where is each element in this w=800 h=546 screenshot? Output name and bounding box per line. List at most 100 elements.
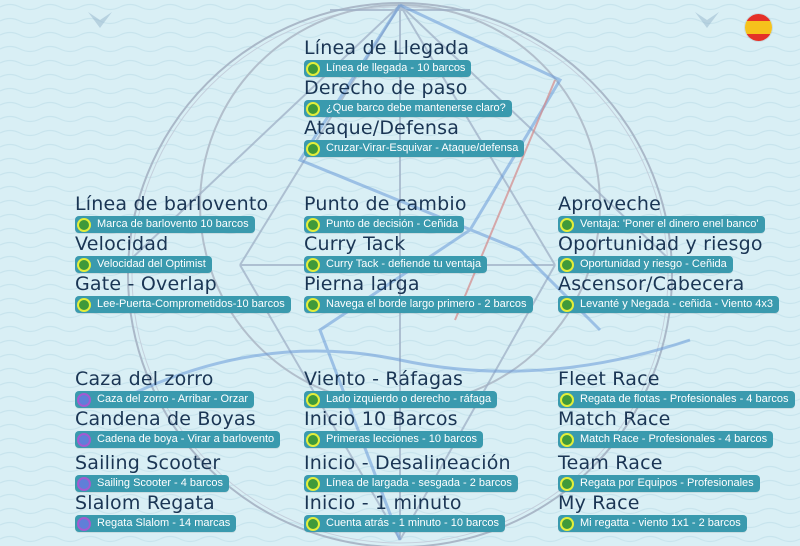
status-dot-icon	[306, 516, 320, 531]
lesson-item[interactable]: Team Race Regata por Equipos - Profesion…	[558, 452, 760, 495]
lesson-item[interactable]: Línea de barlovento Marca de barlovento …	[75, 193, 268, 236]
status-dot-icon	[560, 217, 574, 232]
lesson-title: Team Race	[558, 452, 663, 474]
lesson-item[interactable]: Línea de Llegada Línea de llegada - 10 b…	[304, 37, 472, 80]
lesson-title: Gate - Overlap	[75, 273, 217, 295]
status-dot-icon	[560, 297, 574, 312]
lesson-subtitle: Cruzar-Virar-Esquivar - Ataque/defensa	[326, 142, 519, 154]
lesson-subtitle: Curry Tack - defiende tu ventaja	[326, 258, 482, 270]
status-dot-icon	[77, 432, 91, 447]
lesson-item[interactable]: Inicio 10 Barcos Primeras lecciones - 10…	[304, 408, 484, 451]
forward-arrow-icon[interactable]	[694, 10, 720, 40]
lesson-title: My Race	[558, 492, 640, 514]
status-dot-icon	[306, 217, 320, 232]
lesson-subtitle: Mi regatta - viento 1x1 - 2 barcos	[580, 517, 741, 529]
lesson-title: Match Race	[558, 408, 671, 430]
lesson-title: Aproveche	[558, 193, 661, 215]
back-arrow-icon[interactable]	[87, 10, 113, 40]
lesson-subtitle: Navega el borde largo primero - 2 barcos	[326, 298, 527, 310]
status-dot-icon	[77, 476, 91, 491]
lesson-subtitle: Ventaja: 'Poner el dinero enel banco'	[580, 218, 759, 230]
lesson-title: Curry Tack	[304, 233, 406, 255]
lesson-item[interactable]: Sailing Scooter Sailing Scooter - 4 barc…	[75, 452, 229, 495]
lesson-title: Inicio - Desalineación	[304, 452, 511, 474]
lesson-item[interactable]: Gate - Overlap Lee-Puerta-Comprometidos-…	[75, 273, 291, 316]
lesson-title: Sailing Scooter	[75, 452, 221, 474]
status-dot-icon	[306, 392, 320, 407]
lesson-title: Línea de barlovento	[75, 193, 269, 215]
lesson-subtitle: Línea de llegada - 10 barcos	[326, 62, 466, 74]
lesson-item[interactable]: Viento - Ráfagas Lado izquierdo o derech…	[304, 368, 498, 411]
status-dot-icon	[560, 476, 574, 491]
lesson-subtitle: Caza del zorro - Arribar - Orzar	[97, 393, 248, 405]
lesson-title: Candena de Boyas	[75, 408, 256, 430]
status-dot-icon	[306, 141, 320, 156]
lesson-subtitle: Marca de barlovento 10 barcos	[97, 218, 249, 230]
lesson-item[interactable]: Match Race Match Race - Profesionales - …	[558, 408, 774, 451]
lesson-item[interactable]: Caza del zorro Caza del zorro - Arribar …	[75, 368, 254, 411]
lesson-item[interactable]: Fleet Race Regata de flotas - Profesiona…	[558, 368, 795, 411]
lesson-subtitle: Regata de flotas - Profesionales - 4 bar…	[580, 393, 789, 405]
lesson-item[interactable]: Pierna larga Navega el borde largo prime…	[304, 273, 533, 316]
status-dot-icon	[306, 257, 320, 272]
status-dot-icon	[77, 257, 91, 272]
lesson-subtitle: Match Race - Profesionales - 4 barcos	[580, 433, 768, 445]
status-dot-icon	[560, 432, 574, 447]
lesson-title: Velocidad	[75, 233, 169, 255]
status-dot-icon	[77, 392, 91, 407]
status-dot-icon	[560, 257, 574, 272]
lesson-item[interactable]: Inicio - Desalineación Línea de largada …	[304, 452, 518, 495]
lesson-item[interactable]: Candena de Boyas Cadena de boya - Virar …	[75, 408, 281, 451]
lesson-item[interactable]: Oportunidad y riesgo Oportunidad y riesg…	[558, 233, 763, 276]
lesson-subtitle: Lado izquierdo o derecho - ráfaga	[326, 393, 492, 405]
lesson-subtitle: Regata Slalom - 14 marcas	[97, 517, 231, 529]
lesson-subtitle: Cuenta atrás - 1 minuto - 10 barcos	[326, 517, 500, 529]
lesson-subtitle: Línea de largada - sesgada - 2 barcos	[326, 477, 512, 489]
lesson-title: Inicio 10 Barcos	[304, 408, 458, 430]
status-dot-icon	[306, 297, 320, 312]
lesson-title: Viento - Ráfagas	[304, 368, 464, 390]
lesson-title: Punto de cambio	[304, 193, 467, 215]
lesson-subtitle: Punto de decisión - Ceñida	[326, 218, 459, 230]
lesson-item[interactable]: Slalom Regata Regata Slalom - 14 marcas	[75, 492, 237, 535]
lesson-subtitle: Primeras lecciones - 10 barcos	[326, 433, 478, 445]
lesson-item[interactable]: Punto de cambio Punto de decisión - Ceñi…	[304, 193, 467, 236]
status-dot-icon	[77, 516, 91, 531]
lesson-subtitle: Velocidad del Optimist	[97, 258, 206, 270]
lesson-title: Ataque/Defensa	[304, 117, 460, 139]
status-dot-icon	[306, 432, 320, 447]
lesson-item[interactable]: Inicio - 1 minuto Cuenta atrás - 1 minut…	[304, 492, 506, 535]
lesson-title: Ascensor/Cabecera	[558, 273, 745, 295]
lesson-subtitle: Cadena de boya - Virar a barlovento	[97, 433, 275, 445]
lesson-subtitle: Regata por Equipos - Profesionales	[580, 477, 754, 489]
lesson-title: Slalom Regata	[75, 492, 215, 514]
lesson-subtitle: Levanté y Negada - ceñida - Viento 4x3	[580, 298, 774, 310]
lesson-title: Caza del zorro	[75, 368, 214, 390]
lesson-subtitle: Oportunidad y riesgo - Ceñida	[580, 258, 727, 270]
lesson-title: Línea de Llegada	[304, 37, 470, 59]
status-dot-icon	[77, 297, 91, 312]
lesson-title: Fleet Race	[558, 368, 660, 390]
lesson-title: Derecho de paso	[304, 77, 468, 99]
lesson-item[interactable]: Velocidad Velocidad del Optimist	[75, 233, 212, 276]
status-dot-icon	[306, 476, 320, 491]
language-flag-spain-icon[interactable]	[745, 14, 772, 41]
lesson-subtitle: ¿Que barco debe mantenerse claro?	[326, 102, 506, 114]
lesson-item[interactable]: Aproveche Ventaja: 'Poner el dinero enel…	[558, 193, 765, 236]
status-dot-icon	[560, 392, 574, 407]
lesson-item[interactable]: Ascensor/Cabecera Levanté y Negada - ceñ…	[558, 273, 780, 316]
lesson-title: Oportunidad y riesgo	[558, 233, 763, 255]
lesson-title: Inicio - 1 minuto	[304, 492, 462, 514]
lesson-subtitle: Sailing Scooter - 4 barcos	[97, 477, 223, 489]
status-dot-icon	[77, 217, 91, 232]
lesson-title: Pierna larga	[304, 273, 420, 295]
status-dot-icon	[306, 61, 320, 76]
status-dot-icon	[306, 101, 320, 116]
lesson-item[interactable]: Derecho de paso ¿Que barco debe mantener…	[304, 77, 512, 120]
lesson-item[interactable]: Curry Tack Curry Tack - defiende tu vent…	[304, 233, 488, 276]
status-dot-icon	[560, 516, 574, 531]
lesson-subtitle: Lee-Puerta-Comprometidos-10 barcos	[97, 298, 285, 310]
lesson-item[interactable]: Ataque/Defensa Cruzar-Virar-Esquivar - A…	[304, 117, 525, 160]
lesson-item[interactable]: My Race Mi regatta - viento 1x1 - 2 barc…	[558, 492, 747, 535]
